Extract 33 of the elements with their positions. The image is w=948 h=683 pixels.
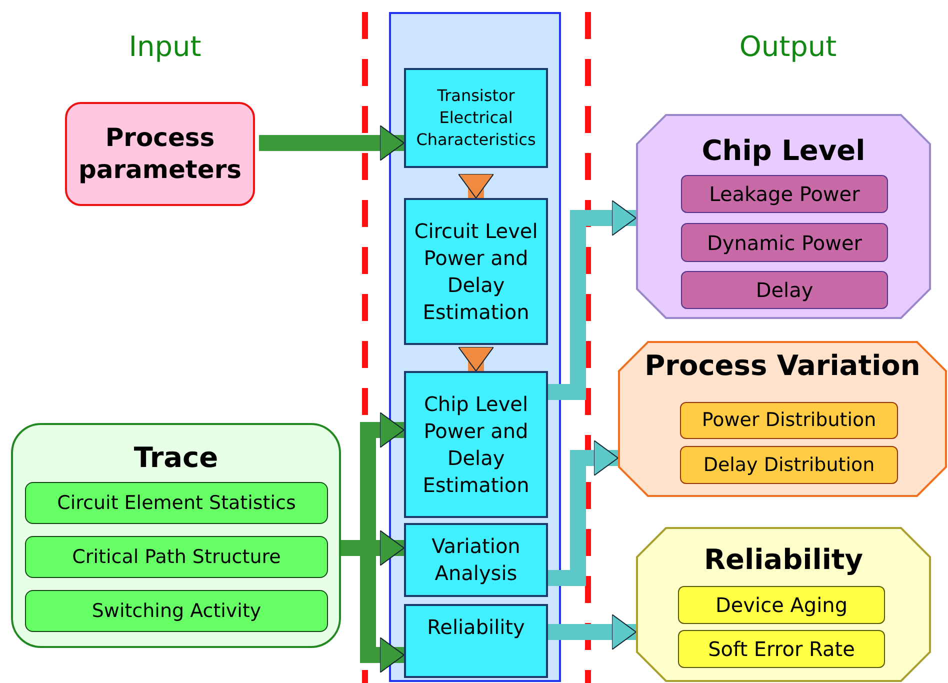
input-item: Critical Path Structure (25, 536, 328, 578)
block-arrow (548, 440, 618, 586)
process-box: Reliability (404, 604, 548, 678)
input-box: Process parameters (65, 102, 255, 206)
process-box: Variation Analysis (404, 523, 548, 597)
panel-title: Process Variation (644, 348, 920, 384)
output-group-panel (636, 114, 931, 319)
column-heading: Input (128, 29, 202, 65)
process-box: Circuit Level Power and Delay Estimation (404, 198, 548, 345)
column-heading: Output (739, 29, 837, 65)
block-arrow (548, 200, 636, 400)
output-group-panel (636, 527, 931, 682)
output-item: Dynamic Power (681, 223, 888, 262)
output-item: Delay Distribution (680, 446, 898, 484)
input-item: Circuit Element Statistics (25, 482, 328, 524)
block-arrow (259, 124, 404, 162)
process-box: Chip Level Power and Delay Estimation (404, 371, 548, 518)
process-box: Transistor Electrical Characteristics (404, 68, 548, 168)
block-arrow (458, 174, 494, 198)
panel-title: Trace (134, 440, 218, 476)
output-item: Power Distribution (680, 402, 898, 439)
input-group-panel (11, 423, 341, 648)
tool-frame (389, 12, 561, 682)
block-arrow (458, 346, 494, 372)
output-item: Device Aging (678, 586, 885, 624)
output-item: Leakage Power (681, 175, 888, 213)
input-item: Switching Activity (25, 590, 328, 632)
block-arrow (548, 614, 636, 650)
panel-title: Reliability (704, 542, 864, 578)
output-item: Delay (681, 271, 888, 309)
output-item: Soft Error Rate (678, 630, 885, 668)
output-group-panel (618, 341, 947, 497)
panel-title: Chip Level (702, 133, 866, 169)
